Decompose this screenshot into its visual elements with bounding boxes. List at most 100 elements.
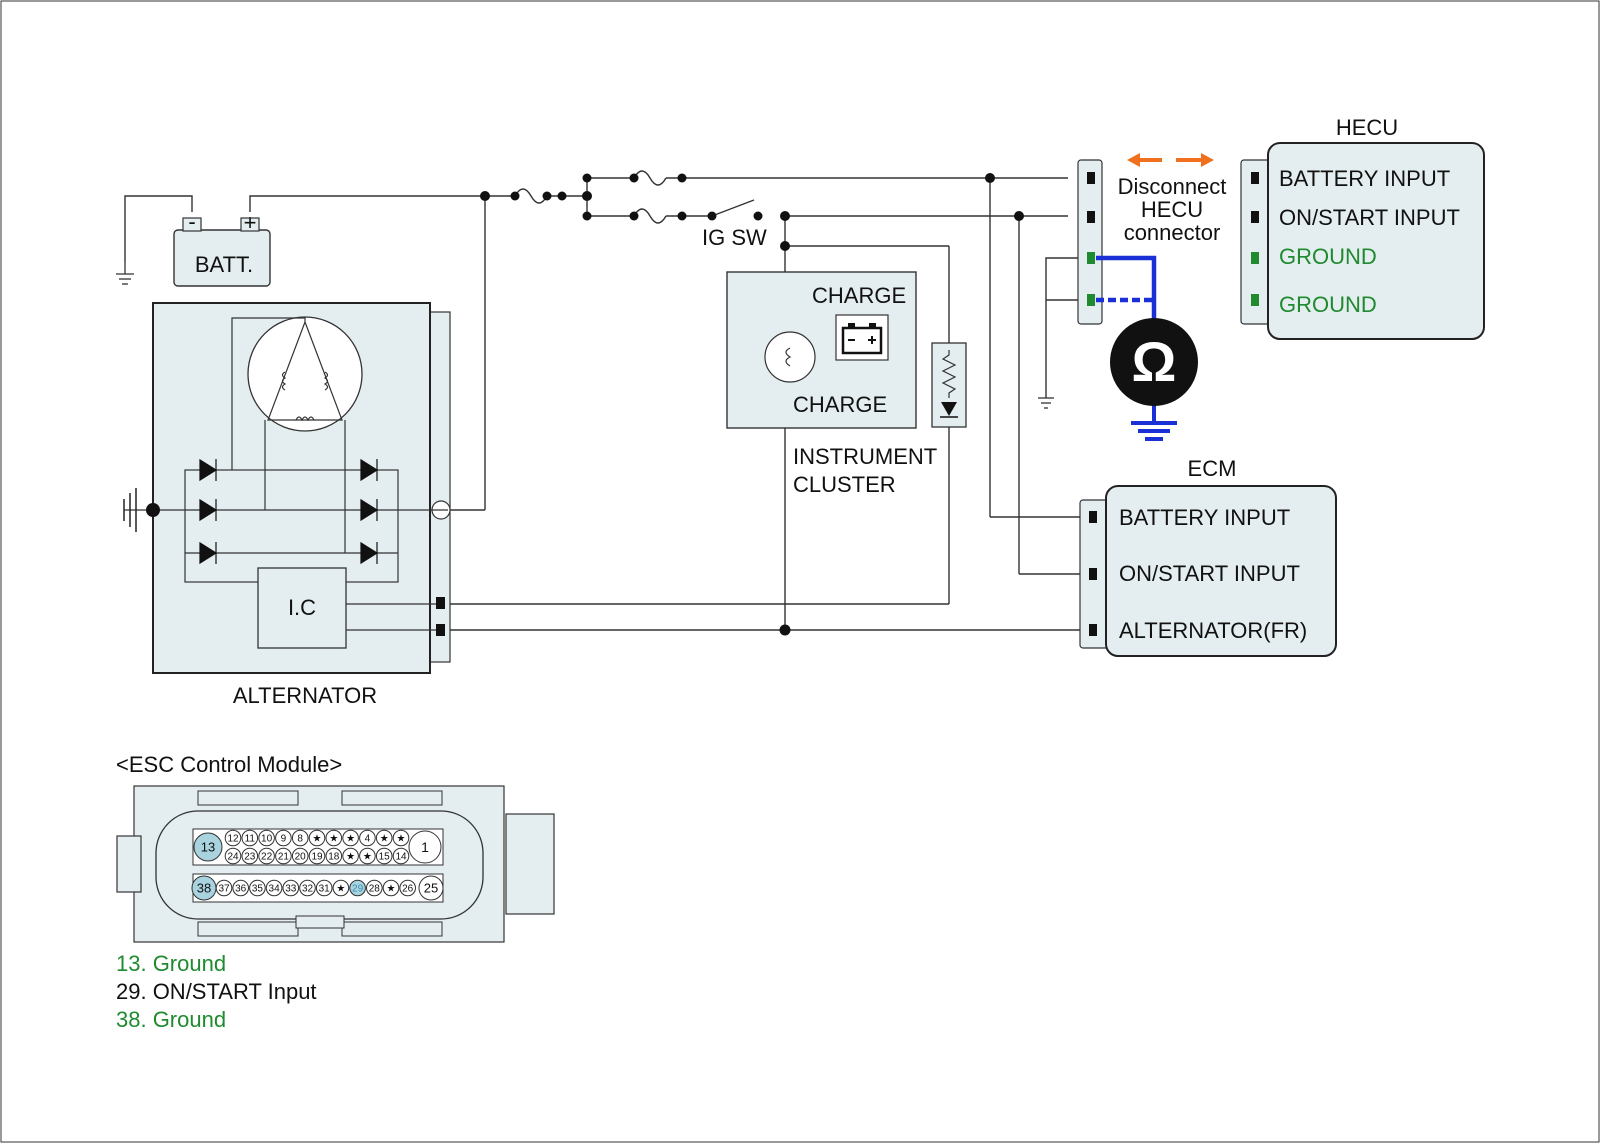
ecm-pin-on-start-input: ON/START INPUT [1119, 561, 1300, 586]
disconnect-label-line2: HECU [1141, 197, 1203, 222]
esc-pin-label: ★ [363, 852, 372, 863]
esc-pin [299, 879, 316, 897]
esc-pin [258, 829, 275, 847]
esc-pin-label: 10 [261, 834, 273, 845]
battery: - + BATT. [173, 209, 271, 287]
esc-pin [375, 847, 393, 865]
esc-pin-label: 32 [302, 884, 314, 895]
esc-pin [392, 829, 410, 847]
esc-pin-label: 8 [297, 834, 303, 845]
battery-label: BATT. [195, 252, 253, 277]
hecu-module: HECU BATTERY INPUT ON/START INPUT GROUND… [1240, 115, 1485, 340]
battery-plus-label: + [244, 210, 257, 235]
disconnect-label-line1: Disconnect [1118, 174, 1227, 199]
esc-pin-label: 35 [252, 884, 264, 895]
esc-pin-label: ★ [329, 834, 338, 845]
esc-pin [265, 879, 283, 897]
esc-pin [349, 879, 366, 897]
esc-pin [215, 879, 233, 897]
wires [124, 170, 1090, 631]
esc-pin [342, 829, 359, 847]
alternator: I.C ALTERNATOR [123, 302, 451, 708]
esc-pin-label: 13 [201, 840, 215, 855]
esc-pin [258, 847, 275, 865]
esc-pin-label: 1 [421, 839, 429, 855]
disconnect-arrow-icon [1127, 153, 1214, 167]
esc-pin-label: 38 [197, 881, 211, 896]
esc-pin-label: 23 [244, 852, 256, 863]
esc-pin-label: ★ [397, 834, 406, 845]
esc-pin [282, 879, 300, 897]
ohmmeter: Ω [1096, 255, 1198, 441]
junctions [480, 173, 1024, 636]
esc-pin-label: 18 [328, 852, 340, 863]
legend-item-29: 29. ON/START Input [116, 979, 317, 1004]
esc-pin-label: ★ [387, 884, 396, 895]
esc-pin [375, 829, 393, 847]
esc-pin [193, 832, 223, 862]
esc-pin [418, 875, 444, 901]
esc-pin-label: 36 [235, 884, 247, 895]
esc-pin-label: 14 [395, 852, 407, 863]
esc-pin-label: 9 [281, 834, 287, 845]
esc-pin-label: 15 [379, 852, 391, 863]
esc-pin-label: ★ [346, 852, 355, 863]
hecu-pin-ground-2: GROUND [1279, 292, 1377, 317]
hecu-pin-on-start-input: ON/START INPUT [1279, 205, 1460, 230]
ecm-module: ECM BATTERY INPUT ON/START INPUT ALTERNA… [1079, 456, 1337, 657]
esc-pin-label: 21 [278, 852, 290, 863]
ohm-icon [1110, 318, 1198, 406]
ground-symbols [116, 262, 1054, 409]
esc-pin [275, 829, 292, 847]
esc-pin-label: ★ [380, 834, 389, 845]
battery-minus-label: - [188, 209, 195, 234]
esc-pin-label: 25 [424, 881, 438, 896]
esc-pin [399, 879, 417, 897]
esc-pin [359, 829, 376, 847]
esc-pin [332, 879, 350, 897]
legend-item-38: 38. Ground [116, 1007, 227, 1032]
esc-pin-label: 28 [369, 884, 381, 895]
instrument-cluster: CHARGE CHARGE INSTRUMENT CLUSTER [726, 271, 937, 497]
esc-pin-label: 26 [402, 884, 414, 895]
hecu-pin-ground-1: GROUND [1279, 244, 1377, 269]
esc-pin [241, 847, 259, 865]
esc-pin [232, 879, 249, 897]
ecm-pin-battery-input: BATTERY INPUT [1119, 505, 1290, 530]
esc-pin [275, 847, 292, 865]
ohm-symbol: Ω [1132, 330, 1177, 393]
hecu-title: HECU [1336, 115, 1398, 140]
esc-pin [291, 829, 309, 847]
battery-warning-icon [835, 314, 889, 361]
disconnect-label-line3: connector [1124, 220, 1221, 245]
legend-item-13: 13. Ground [116, 951, 227, 976]
esc-pin-label: 37 [218, 884, 230, 895]
alternator-label: ALTERNATOR [233, 683, 377, 708]
esc-pin-label: 24 [227, 852, 239, 863]
esc-pin-label: 31 [319, 884, 331, 895]
esc-pin [224, 847, 242, 865]
cluster-label-line2: CLUSTER [793, 472, 896, 497]
esc-pin-label: ★ [346, 834, 355, 845]
esc-pin [359, 847, 376, 865]
esc-pin [241, 829, 259, 847]
esc-pin [308, 847, 326, 865]
esc-pin [325, 829, 343, 847]
esc-pin [366, 879, 383, 897]
resistor-diode [931, 342, 967, 428]
esc-pin-label: 11 [245, 834, 256, 845]
charge-top-label: CHARGE [812, 283, 906, 308]
esc-pin [308, 829, 326, 847]
ic-label: I.C [288, 595, 316, 620]
esc-pin-label: 19 [311, 852, 323, 863]
esc-pin [392, 847, 410, 865]
ecm-title: ECM [1188, 456, 1237, 481]
esc-pin [382, 879, 400, 897]
esc-pin [224, 829, 242, 847]
cluster-label-line1: INSTRUMENT [793, 444, 937, 469]
hecu-harness-connector [1077, 159, 1103, 325]
hecu-pin-battery-input: BATTERY INPUT [1279, 166, 1450, 191]
esc-pin [408, 830, 442, 864]
